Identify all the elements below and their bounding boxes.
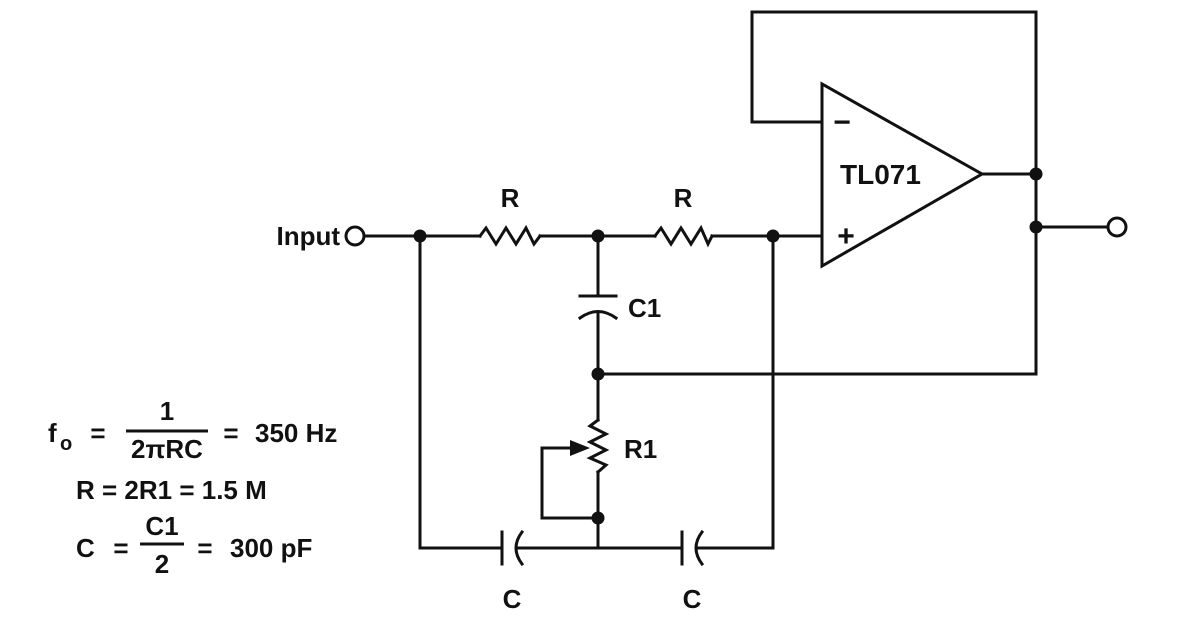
c-right-label: C [683, 584, 702, 614]
feedback-wire [596, 225, 1038, 376]
wires [362, 10, 1110, 550]
junction-out [1029, 220, 1043, 234]
c-equals-2: = [197, 533, 212, 563]
capacitor-c-right [680, 529, 705, 567]
resistor-r-left [477, 224, 543, 247]
input-terminal [344, 225, 366, 247]
junction-c1-r1 [591, 367, 605, 381]
fo-equals-2: = [223, 418, 238, 448]
c-equals: = [113, 533, 128, 563]
c-denominator: 2 [155, 549, 169, 579]
c-numerator: C1 [145, 511, 178, 541]
opamp-minus-label: − [833, 106, 851, 139]
r1-wiper-arrow [570, 440, 590, 456]
c-symbol: C [76, 533, 95, 563]
output-wire [980, 172, 1110, 229]
fo-equals: = [90, 418, 105, 448]
junctions [413, 167, 1043, 525]
junction-out-top [1029, 167, 1043, 181]
c-left-label: C [503, 584, 522, 614]
c1-label: C1 [628, 293, 661, 323]
junction-mid [591, 229, 605, 243]
opamp-plus-label: + [837, 220, 855, 253]
junction-wiper [591, 511, 605, 525]
fo-numerator: 1 [160, 396, 174, 426]
c-value: 300 pF [230, 533, 312, 563]
r1-wiper-loop [540, 446, 600, 520]
r1-label: R1 [624, 434, 657, 464]
junction-input [413, 229, 427, 243]
r-right-label: R [674, 183, 693, 213]
resistor-r1 [586, 417, 610, 475]
bottom-right-wire [696, 234, 775, 550]
opamp-label: TL071 [840, 159, 921, 190]
output-terminal [1106, 216, 1128, 238]
r-equation: R = 2R1 = 1.5 M [76, 475, 267, 505]
top-feedback-wire [750, 10, 1038, 176]
input-label: Input [276, 221, 340, 251]
design-equations: f o = 1 2πRC = 350 Hz R = 2R1 = 1.5 M C … [48, 396, 337, 579]
capacitor-c-left [500, 529, 525, 567]
capacitor-c1 [577, 294, 619, 321]
opamp-tl071 [820, 81, 986, 269]
fo-symbol: f [48, 418, 57, 448]
left-branch-wire [418, 234, 502, 550]
fo-subscript: o [60, 433, 72, 455]
r-left-label: R [501, 183, 520, 213]
junction-plus [766, 229, 780, 243]
fo-denominator: 2πRC [131, 434, 203, 464]
resistor-r-right [652, 224, 715, 248]
fo-value: 350 Hz [255, 418, 337, 448]
